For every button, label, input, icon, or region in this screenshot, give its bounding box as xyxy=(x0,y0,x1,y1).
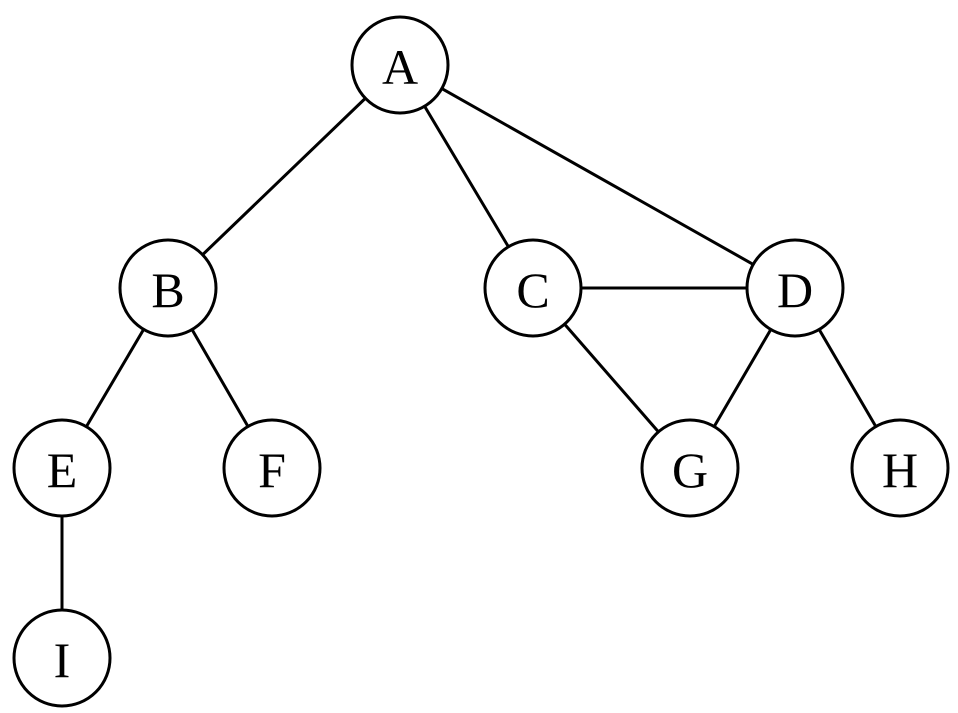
edge-a-c xyxy=(423,104,510,249)
node-circle xyxy=(640,418,740,518)
edge-a-b xyxy=(201,96,367,257)
edge-d-h xyxy=(817,327,878,429)
nodes-layer: A B C D E F G H I xyxy=(12,15,950,708)
node-f: F xyxy=(222,418,322,518)
node-circle xyxy=(12,608,112,708)
edge-a-d xyxy=(440,87,755,266)
edge-b-e xyxy=(84,327,146,429)
edges-layer xyxy=(60,87,878,612)
node-e: E xyxy=(12,418,112,518)
edge-c-g xyxy=(563,322,660,434)
node-label: D xyxy=(777,262,813,318)
node-i: I xyxy=(12,608,112,708)
node-label: E xyxy=(47,442,78,498)
edge-b-f xyxy=(190,328,250,428)
node-label: A xyxy=(382,39,418,95)
node-g: G xyxy=(640,418,740,518)
node-circle xyxy=(12,418,112,518)
node-circle xyxy=(118,238,218,338)
node-circle xyxy=(850,418,950,518)
edge-d-g xyxy=(712,327,773,429)
node-b: B xyxy=(118,238,218,338)
node-d: D xyxy=(745,238,845,338)
node-c: C xyxy=(483,238,583,338)
node-label: B xyxy=(151,262,184,318)
node-circle xyxy=(483,238,583,338)
node-label: C xyxy=(516,262,549,318)
node-h: H xyxy=(850,418,950,518)
node-label: F xyxy=(258,442,286,498)
node-label: G xyxy=(672,442,708,498)
node-circle xyxy=(745,238,845,338)
node-circle xyxy=(350,15,450,115)
node-a: A xyxy=(350,15,450,115)
node-circle xyxy=(222,418,322,518)
node-label: H xyxy=(882,442,918,498)
node-label: I xyxy=(54,632,71,688)
